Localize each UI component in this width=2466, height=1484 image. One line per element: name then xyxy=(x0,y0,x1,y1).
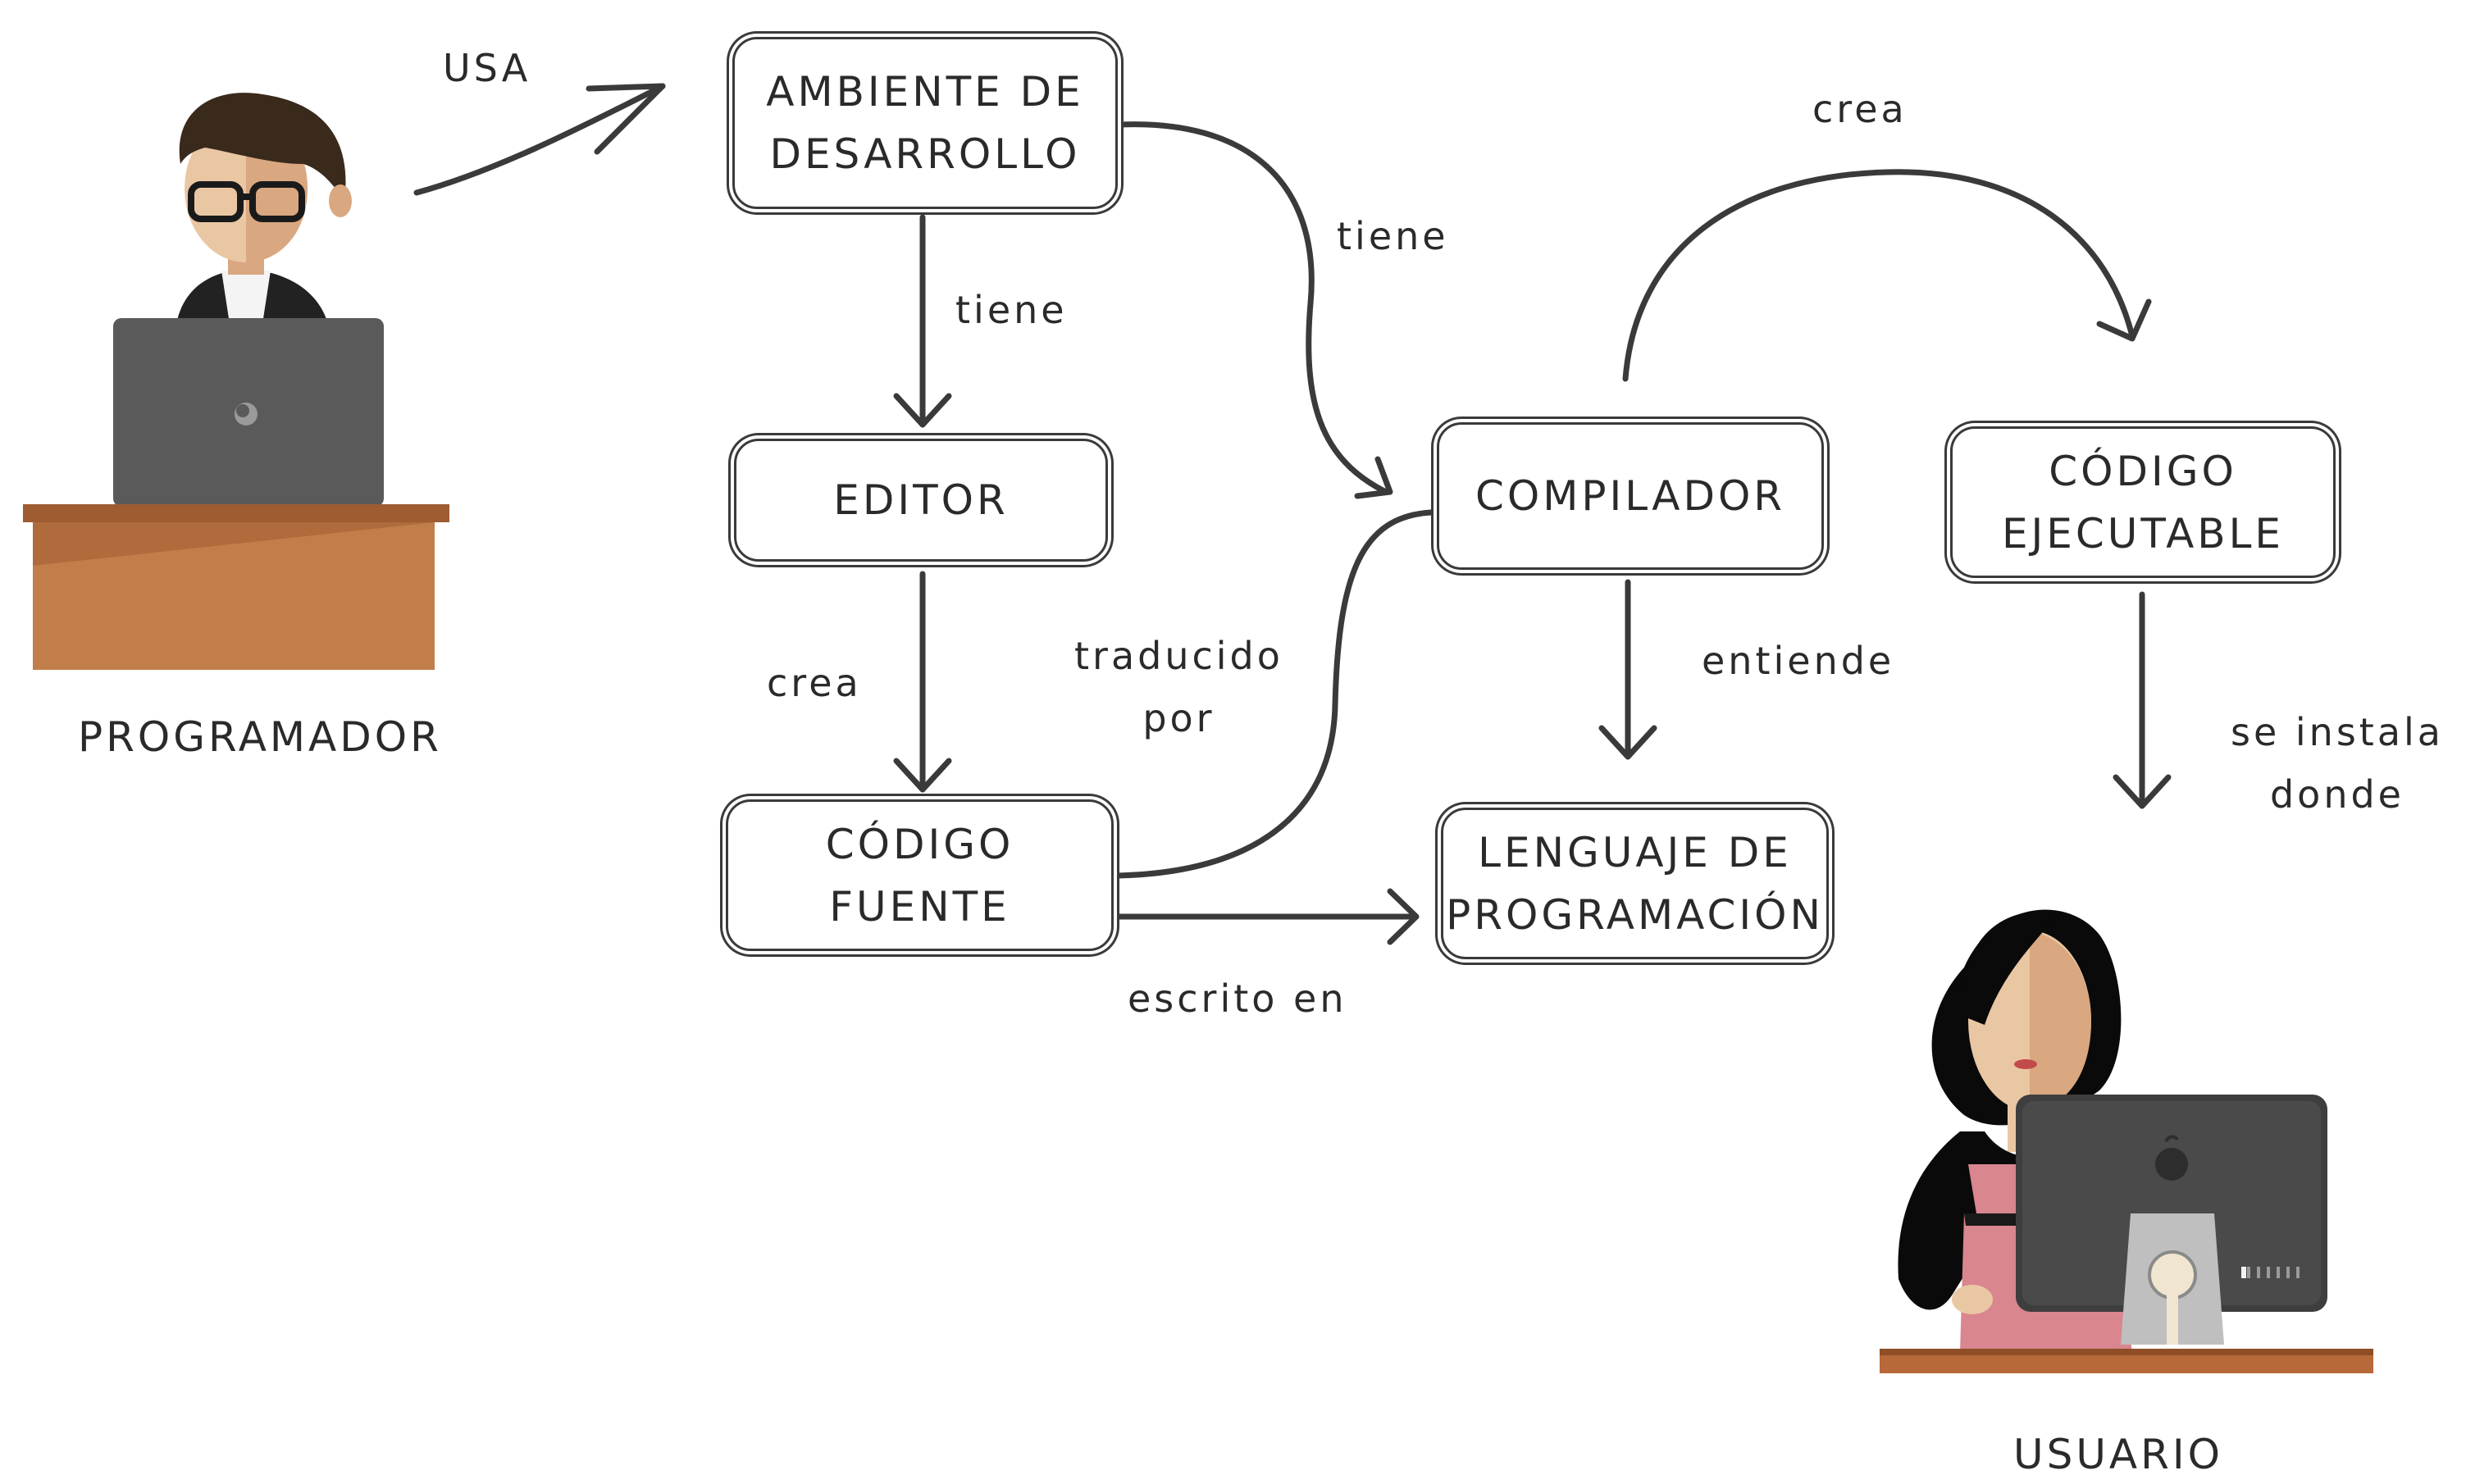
arrow-usa xyxy=(413,83,666,196)
node-codigo-ejecutable: CÓDIGO EJECUTABLE xyxy=(1950,426,2336,578)
arrow-executable-user-head xyxy=(2113,774,2172,809)
arrow-ide-compiler xyxy=(1116,121,1389,495)
node-codigo-fuente: CÓDIGO FUENTE xyxy=(726,799,1114,951)
arrow-compiler-executable-head xyxy=(2096,298,2152,342)
edge-label-compiler-language: entiende xyxy=(1702,639,1895,683)
edge-label-source-language: escrito en xyxy=(1128,976,1347,1021)
arrow-compiler-executable xyxy=(1622,169,2136,382)
arrow-source-language-head xyxy=(1387,888,1420,945)
edge-label-editor-source: crea xyxy=(767,661,862,705)
user-label: USUARIO xyxy=(2013,1431,2223,1478)
edge-label-ide-editor: tiene xyxy=(955,288,1068,332)
arrow-ide-editor-head xyxy=(893,393,952,428)
edge-label-source-compiler: traducido por xyxy=(1074,634,1283,740)
user-illustration xyxy=(1880,909,2373,1373)
edge-label-compiler-executable: crea xyxy=(1812,87,1908,131)
arrow-compiler-language-head xyxy=(1598,725,1657,760)
arrow-source-compiler xyxy=(1112,509,1434,879)
programmer-label: PROGRAMADOR xyxy=(78,713,442,761)
node-editor: EDITOR xyxy=(734,439,1108,562)
arrow-ide-compiler-head xyxy=(1354,456,1393,499)
edge-label-usa: USA xyxy=(443,46,531,90)
edge-label-ide-compiler: tiene xyxy=(1337,214,1449,258)
arrow-editor-source-head xyxy=(893,758,952,793)
arrow-usa-head xyxy=(586,83,666,155)
node-compilador: COMPILADOR xyxy=(1437,422,1824,570)
node-lenguaje-programacion: LENGUAJE DE PROGRAMACIÓN xyxy=(1441,808,1829,959)
programmer-illustration xyxy=(23,93,449,670)
node-ambiente-desarrollo: AMBIENTE DE DESARROLLO xyxy=(732,37,1118,209)
edge-label-executable-user: se instala donde xyxy=(2231,710,2444,817)
